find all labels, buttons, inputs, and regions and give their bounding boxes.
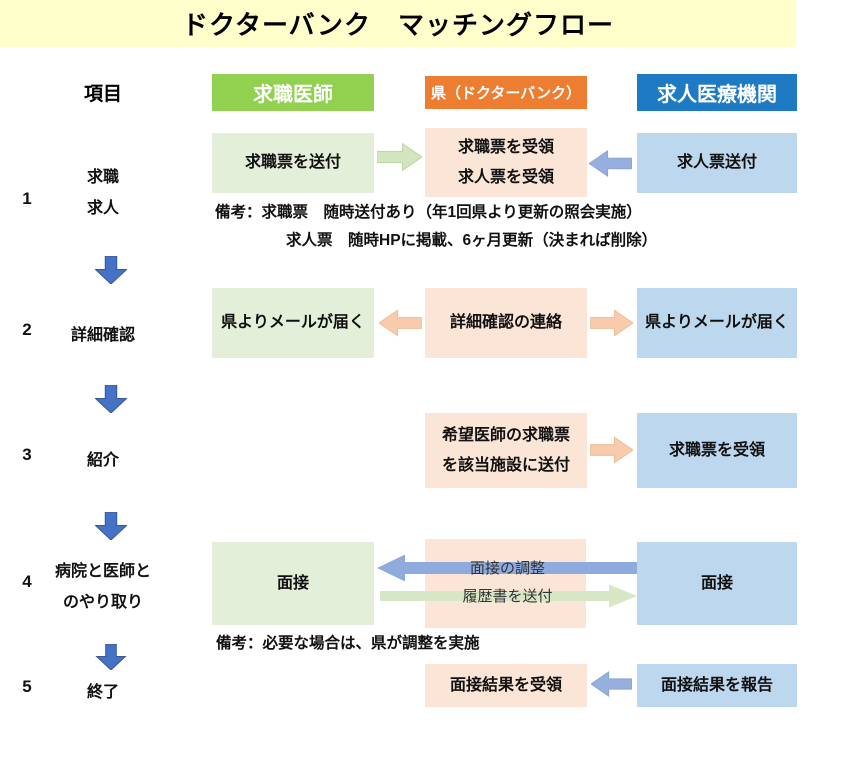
page-title: ドクターバンク マッチングフロー xyxy=(181,10,614,40)
bank-box: 希望医師の求職票 を該当施設に送付 xyxy=(425,413,587,488)
arrow-label: 面接の調整 xyxy=(469,560,545,577)
column-header-bank: 県（ドクターバンク） xyxy=(425,76,587,109)
bank-box-background xyxy=(425,539,586,628)
step-number: 2 xyxy=(22,320,32,339)
doctor-box: 求職票を送付 xyxy=(212,133,374,193)
step-number: 5 xyxy=(22,677,32,696)
bank-box: 求職票を受領 求人票を受領 xyxy=(425,128,587,197)
hospital-box: 面接 xyxy=(637,542,797,625)
bank-box: 詳細確認の連絡 xyxy=(425,288,587,358)
down-arrow-icon xyxy=(95,644,127,670)
remark-text: 備考：必要な場合は、県が調整を実施 xyxy=(216,635,480,652)
down-arrow-icon xyxy=(95,256,127,284)
step-label: 病院と医師と のやり取り xyxy=(54,563,151,611)
down-arrow-icon xyxy=(95,385,127,413)
step-number: 3 xyxy=(22,445,32,464)
hospital-box: 求人票送付 xyxy=(637,133,797,193)
column-header-hospital: 求人医療機関 xyxy=(637,74,797,111)
arrow-left-icon xyxy=(379,309,422,337)
arrow-right-icon xyxy=(377,142,422,172)
step-label: 終了 xyxy=(86,684,119,701)
remark-text: 備考：求職票 随時送付あり（年1回県より更新の照会実施） xyxy=(215,204,642,221)
step-label: 紹介 xyxy=(86,452,119,469)
step-number: 1 xyxy=(22,189,32,208)
hospital-box: 県よりメールが届く xyxy=(637,288,797,358)
step-number: 4 xyxy=(22,572,32,591)
doctor-box: 県よりメールが届く xyxy=(212,288,374,358)
arrow-left-icon xyxy=(591,671,632,697)
step-label: 求職 求人 xyxy=(86,169,119,217)
step-label: 詳細確認 xyxy=(70,327,135,344)
bank-box: 面接結果を受領 xyxy=(425,664,587,707)
column-header-doctor: 求職医師 xyxy=(212,74,374,111)
doctor-box: 面接 xyxy=(212,542,374,625)
long-arrow-right-icon xyxy=(380,584,637,608)
long-arrow-left-icon xyxy=(377,554,637,582)
arrow-left-icon xyxy=(589,150,632,177)
remark-text: 求人票 随時HPに掲載、6ヶ月更新（決まれば削除） xyxy=(286,232,658,249)
hospital-box: 面接結果を報告 xyxy=(637,664,797,707)
hospital-box: 求職票を受領 xyxy=(637,413,797,488)
title-banner: ドクターバンク マッチングフロー xyxy=(0,0,796,47)
arrow-right-icon xyxy=(590,309,633,337)
arrow-right-icon xyxy=(590,436,633,464)
column-header-item: 項目 xyxy=(83,83,122,105)
arrow-label: 履歴書を送付 xyxy=(462,588,553,605)
down-arrow-icon xyxy=(95,512,127,540)
